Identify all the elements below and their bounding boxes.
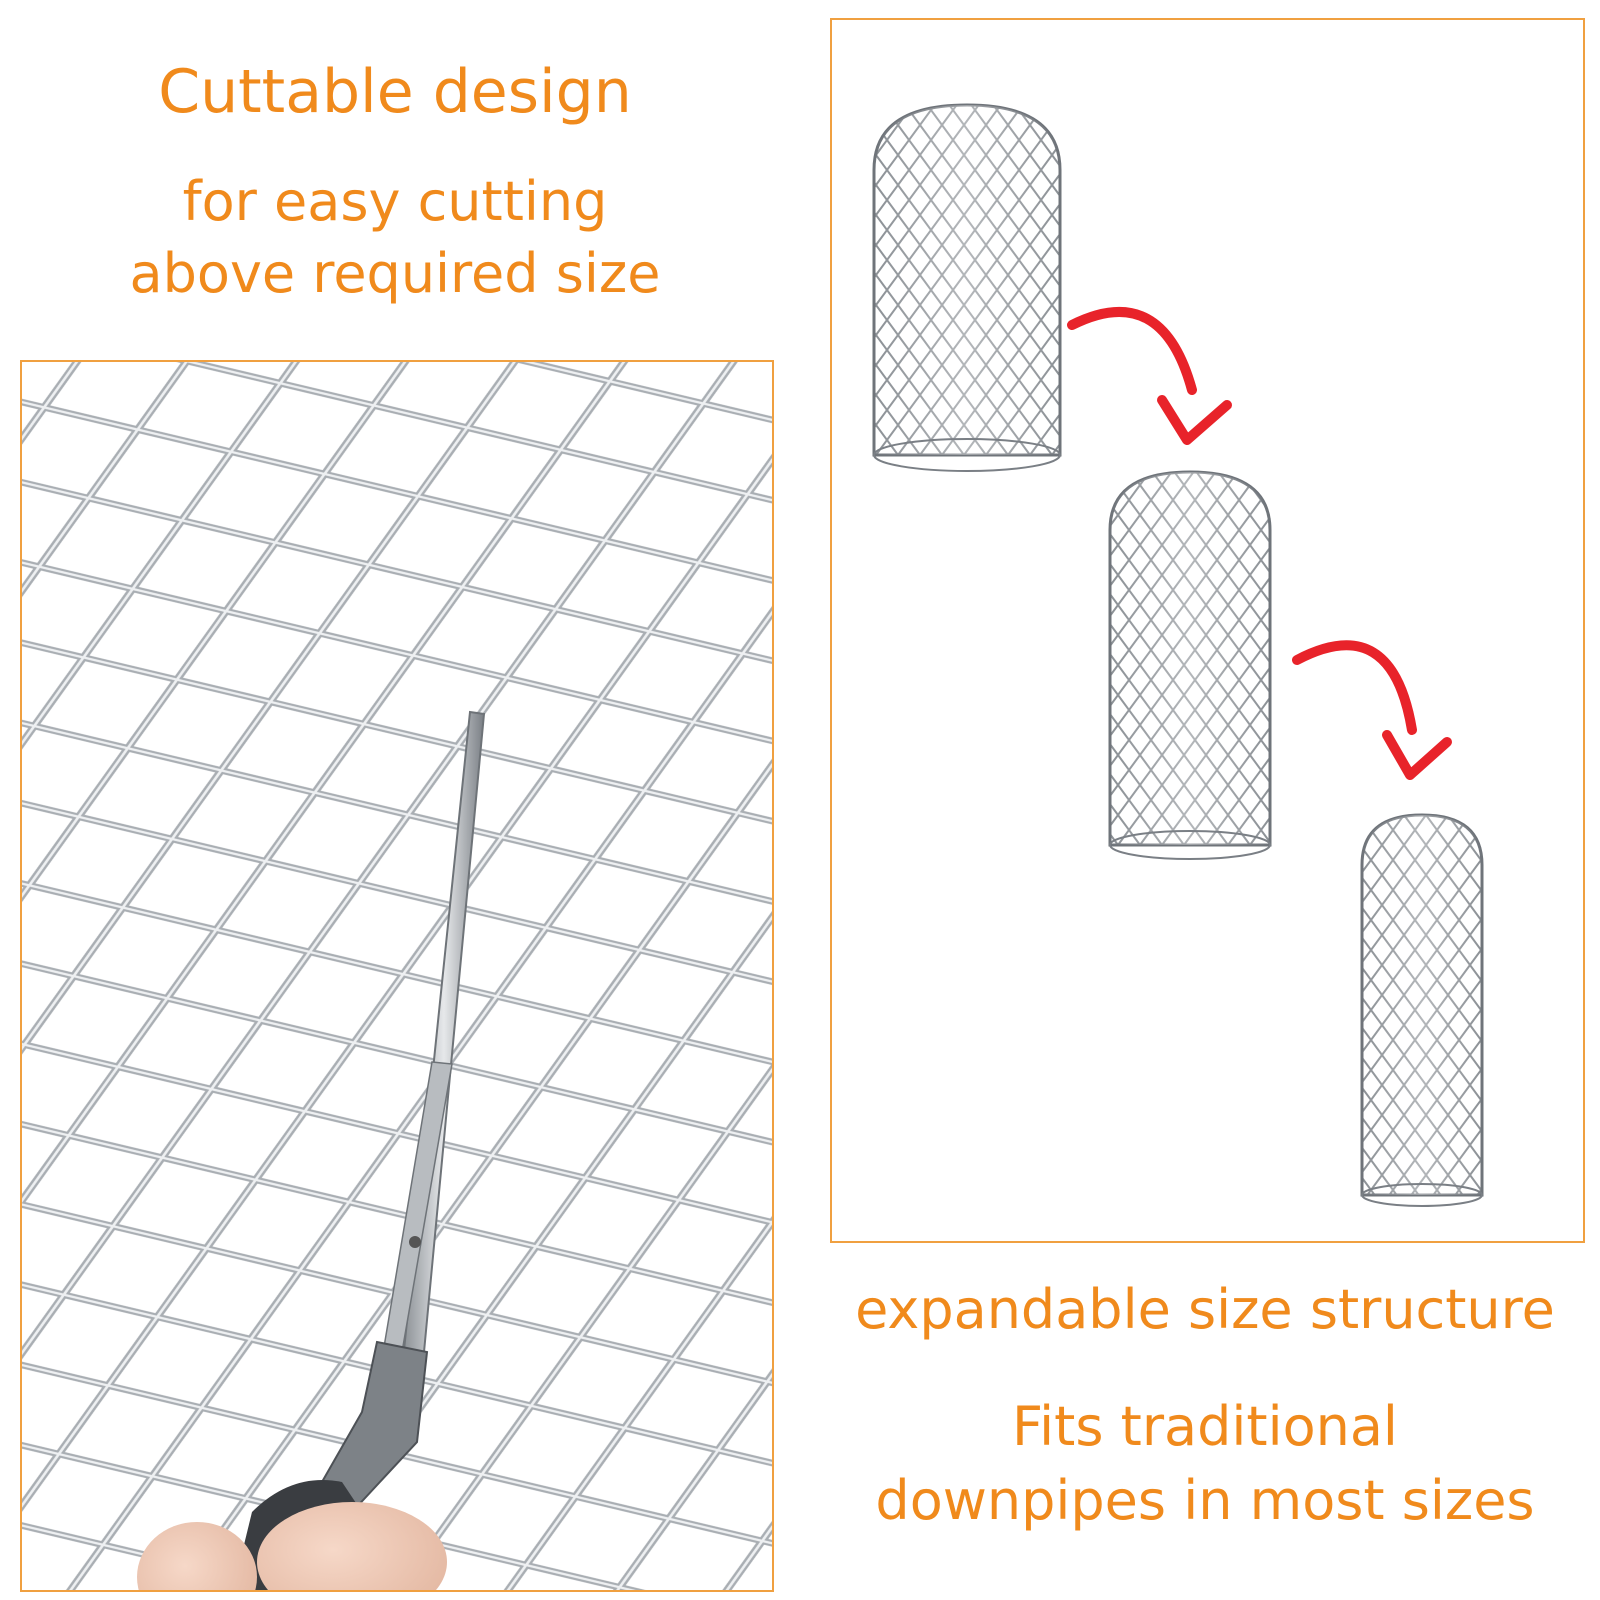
- subtitle-line: downpipes in most sizes: [875, 1469, 1535, 1532]
- mesh-sheet-illustration: [22, 362, 772, 1590]
- filters-illustration: [872, 103, 1484, 1207]
- cuttable-design-title: Cuttable design: [158, 57, 632, 127]
- gutter-filter-icon: [872, 103, 1062, 472]
- hand-illustration: [137, 1502, 447, 1590]
- mesh-cutting-photo: [20, 360, 774, 1592]
- subtitle-line: Fits traditional: [1012, 1395, 1398, 1458]
- expandable-filters-photo: [830, 18, 1585, 1243]
- gutter-filter-icon: [1360, 813, 1484, 1207]
- subtitle-line: above required size: [129, 242, 661, 305]
- subtitle-line: for easy cutting: [182, 170, 608, 233]
- curved-arrow-icon: [1292, 640, 1452, 780]
- expandable-structure-title: expandable size structure: [855, 1278, 1555, 1341]
- expandable-structure-subtitle: Fits traditional downpipes in most sizes: [815, 1390, 1595, 1538]
- gutter-filter-icon: [1108, 470, 1272, 860]
- cuttable-design-subtitle: for easy cutting above required size: [30, 166, 760, 310]
- curved-arrow-icon: [1067, 306, 1232, 445]
